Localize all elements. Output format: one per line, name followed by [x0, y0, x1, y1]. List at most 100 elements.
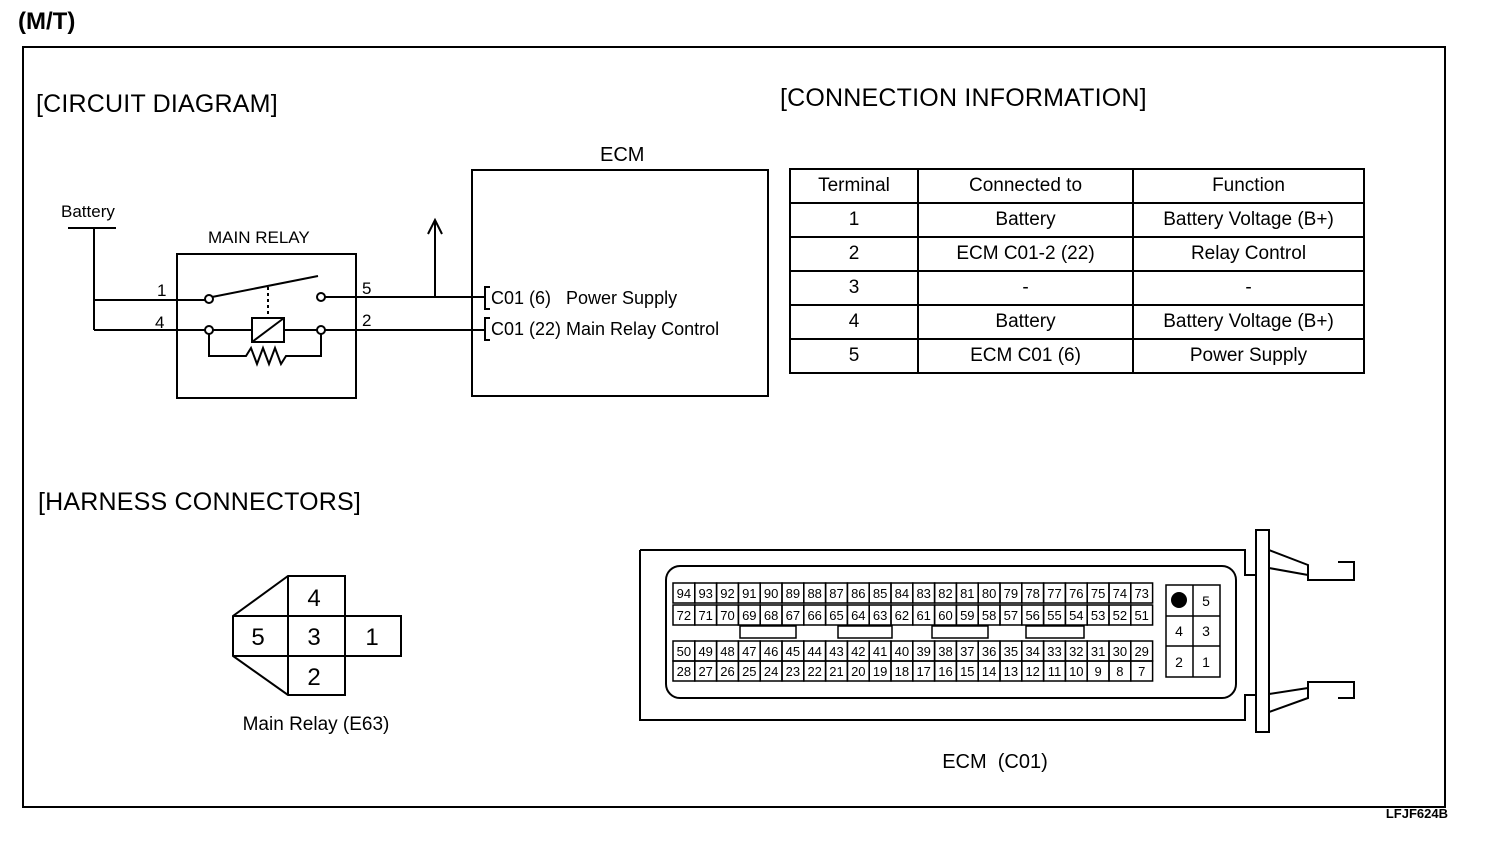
table-row: 2 ECM C01-2 (22) Relay Control [789, 236, 1365, 272]
ecm-pin-label: 51 [1134, 608, 1148, 623]
ecm-plug-dot [1171, 592, 1187, 608]
terminal-cell: 1 [789, 202, 919, 238]
ecm-pin-label: 40 [895, 644, 909, 659]
connection-info-title: [CONNECTION INFORMATION] [780, 84, 1147, 112]
ecm-pin-label: 74 [1113, 586, 1127, 601]
mode-label: (M/T) [18, 8, 76, 35]
ecm-pin-label: 58 [982, 608, 996, 623]
relay-pin-5: 5 [251, 624, 264, 651]
main-relay-connector-label: Main Relay (E63) [243, 714, 390, 735]
harness-connectors-title: [HARNESS CONNECTORS] [38, 488, 362, 516]
ecm-pin-label: 24 [764, 664, 778, 679]
ecm-pin-label: 36 [982, 644, 996, 659]
ecm-pin-label: 49 [698, 644, 712, 659]
ecm-pin-label: 77 [1047, 586, 1061, 601]
ecm-pin-label: 21 [829, 664, 843, 679]
ecm-pin-label: 26 [720, 664, 734, 679]
ecm-pin-cell [1130, 582, 1154, 604]
ecm-box [471, 169, 769, 397]
ecm-pin-label: 68 [764, 608, 778, 623]
function-cell: Relay Control [1132, 236, 1365, 272]
terminal-cell: 5 [789, 338, 919, 374]
ecm-power-pin-label: 4 [1175, 623, 1183, 639]
ecm-power-pin-label: 5 [1202, 593, 1210, 609]
ecm-pin-label: 9 [1094, 664, 1101, 679]
ecm-pin-label: 62 [895, 608, 909, 623]
ecm-pin-label: 81 [960, 586, 974, 601]
main-relay-connector: 4 5 3 1 2 Main Relay (E63) [232, 575, 402, 735]
terminal-cell: 4 [789, 304, 919, 340]
ecm-pin-label: 80 [982, 586, 996, 601]
main-relay-label: MAIN RELAY [208, 228, 310, 247]
ecm-pin-label: 25 [742, 664, 756, 679]
ecm-pin-label: 20 [851, 664, 865, 679]
ecm-pin-label: 46 [764, 644, 778, 659]
ecm-pin-label: 86 [851, 586, 865, 601]
ecm-pin-label: 91 [742, 586, 756, 601]
ecm-pin-label: 76 [1069, 586, 1083, 601]
relay-pin-3: 3 [307, 624, 320, 651]
ecm-pin-label: 23 [786, 664, 800, 679]
table-row: 3 - - [789, 270, 1365, 306]
ecm-pin-label: 41 [873, 644, 887, 659]
ecm-pin-label: 78 [1025, 586, 1039, 601]
ecm-pin-label: 17 [916, 664, 930, 679]
ecm-pin-label: 79 [1004, 586, 1018, 601]
ecm-pin-label: 45 [786, 644, 800, 659]
ecm-power-pin-label: 3 [1202, 623, 1210, 639]
ecm-pin-label: 11 [1048, 664, 1062, 679]
ecm-pin-cell [1130, 660, 1154, 682]
ecm-pin-label: 69 [742, 608, 756, 623]
pin-1-label: 1 [157, 281, 166, 300]
ecm-pin-label: 12 [1025, 664, 1039, 679]
diagram-frame [22, 46, 1446, 808]
ecm-pin-label: 89 [786, 586, 800, 601]
ecm-pin-label: 70 [720, 608, 734, 623]
ecm-pin-label: 72 [677, 608, 691, 623]
ecm-pin-label: 29 [1134, 644, 1148, 659]
ecm-key-tab [837, 625, 893, 639]
ecm-pin-label: 64 [851, 608, 865, 623]
ecm-pin-label: 47 [742, 644, 756, 659]
ecm-pin-label: 42 [851, 644, 865, 659]
ecm-connector-label: ECM (C01) [942, 751, 1048, 773]
connected-to-cell: ECM C01-2 (22) [917, 236, 1134, 272]
ecm-pin-label: 52 [1113, 608, 1127, 623]
main-relay-box [176, 253, 357, 399]
connected-to-cell: Battery [917, 202, 1134, 238]
table-row: 5 ECM C01 (6) Power Supply [789, 338, 1365, 374]
ecm-pin-label: 90 [764, 586, 778, 601]
relay-pin-2: 2 [307, 664, 320, 691]
ecm-pin-label: 75 [1091, 586, 1105, 601]
ecm-key-tab [1025, 625, 1085, 639]
ecm-pin-label: 83 [916, 586, 930, 601]
ecm-title: ECM [600, 144, 644, 166]
ecm-pin-label: 32 [1069, 644, 1083, 659]
ecm-pin-label: 16 [938, 664, 952, 679]
ecm-pin-label: 19 [873, 664, 887, 679]
ecm-pin-label: 33 [1047, 644, 1061, 659]
connection-table: Terminal Connected to Function 1 Battery… [789, 168, 1365, 374]
circuit-diagram-title: [CIRCUIT DIAGRAM] [36, 90, 278, 118]
function-cell: Battery Voltage (B+) [1132, 202, 1365, 238]
ecm-pin-label: 14 [982, 664, 996, 679]
terminal-cell: 2 [789, 236, 919, 272]
ecm-pin-label: 73 [1134, 586, 1148, 601]
function-cell: - [1132, 270, 1365, 306]
ecm-key-tab [739, 625, 797, 639]
ecm-pin-label: 82 [938, 586, 952, 601]
terminal-cell: 3 [789, 270, 919, 306]
ecm-pin-label: 94 [677, 586, 691, 601]
function-cell: Battery Voltage (B+) [1132, 304, 1365, 340]
ecm-pin-label: 8 [1116, 664, 1123, 679]
ecm-pin-label: 7 [1138, 664, 1145, 679]
header-terminal: Terminal [789, 168, 919, 204]
ecm-pin-label: 28 [677, 664, 691, 679]
connected-to-cell: Battery [917, 304, 1134, 340]
ecm-pin-label: 37 [960, 644, 974, 659]
ecm-pin-label: 84 [895, 586, 909, 601]
ecm-pin-label: 34 [1025, 644, 1039, 659]
ecm-pin-label: 65 [829, 608, 843, 623]
